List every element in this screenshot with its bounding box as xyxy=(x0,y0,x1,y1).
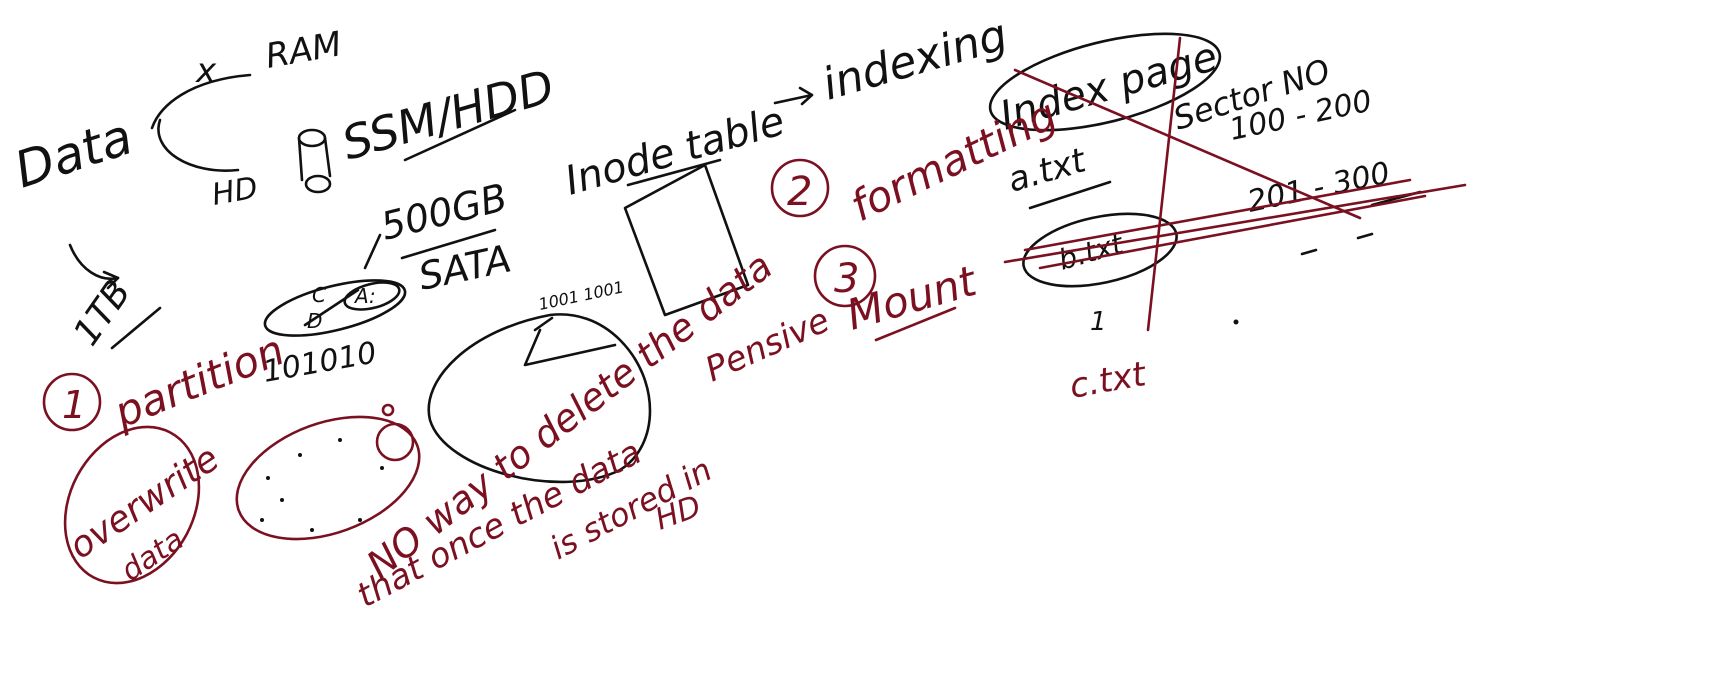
arrow-head xyxy=(102,270,120,290)
ram-label: RAM xyxy=(263,24,345,77)
line-to-500gb xyxy=(363,233,382,270)
scattered-data-ellipse xyxy=(235,415,421,541)
inode-table-label: Inode table xyxy=(560,98,790,204)
tiny-bubble xyxy=(381,403,395,417)
d-drive-label: D xyxy=(307,309,322,333)
mount-underline xyxy=(874,306,957,342)
step-3-circle xyxy=(813,244,877,308)
500gb-underline xyxy=(400,228,497,260)
sata-label: SATA xyxy=(415,236,515,298)
step-3-number: 3 xyxy=(834,256,859,302)
inode-rect xyxy=(623,163,750,317)
override-circle xyxy=(63,425,201,585)
ssm-hdd-label: SSM/HDD xyxy=(336,59,560,171)
scattered-dots xyxy=(260,438,384,532)
one-tb-underline xyxy=(110,306,162,350)
strike-line-3 xyxy=(1038,194,1427,270)
binary-top: 1001 1001 xyxy=(537,277,626,314)
small-bubble xyxy=(375,422,415,462)
500gb-label: 500GB xyxy=(377,175,512,249)
one-tb-label: 1TB xyxy=(66,273,140,354)
cross-out-diagonal xyxy=(1013,68,1362,220)
indexing-label: indexing xyxy=(817,9,1013,110)
data-label: Data xyxy=(8,107,139,199)
strike-line-2 xyxy=(1003,183,1467,264)
dot-marker xyxy=(1233,319,1239,325)
cross-out-vertical xyxy=(1146,36,1182,332)
one-marker: 1 xyxy=(1090,307,1107,337)
ssm-underline xyxy=(403,108,517,162)
split-bracket-lower xyxy=(157,118,240,172)
platter-diagram xyxy=(427,313,652,484)
mount-label: Mount xyxy=(841,256,983,340)
c-txt-label: c.txt xyxy=(1067,354,1151,407)
strike-line-1 xyxy=(1023,178,1412,252)
hd-label: HD xyxy=(209,170,260,212)
x-mark: x xyxy=(195,51,217,91)
a-txt-underline xyxy=(1028,180,1112,210)
step-1-circle xyxy=(42,372,102,432)
step-2-number: 2 xyxy=(787,169,812,215)
index-page-circle xyxy=(988,32,1222,132)
split-bracket xyxy=(150,73,252,130)
step-2-circle xyxy=(770,158,830,218)
arrow-indexing xyxy=(773,86,814,106)
c-drive-label: C xyxy=(312,283,326,307)
partition-label: partition xyxy=(106,325,291,438)
disk-diagram xyxy=(263,279,407,337)
step-1-number: 1 xyxy=(62,383,86,427)
cylinder-icon xyxy=(297,128,332,194)
a-drive-label: A: xyxy=(353,284,376,308)
arrow-to-1tb xyxy=(68,243,120,281)
